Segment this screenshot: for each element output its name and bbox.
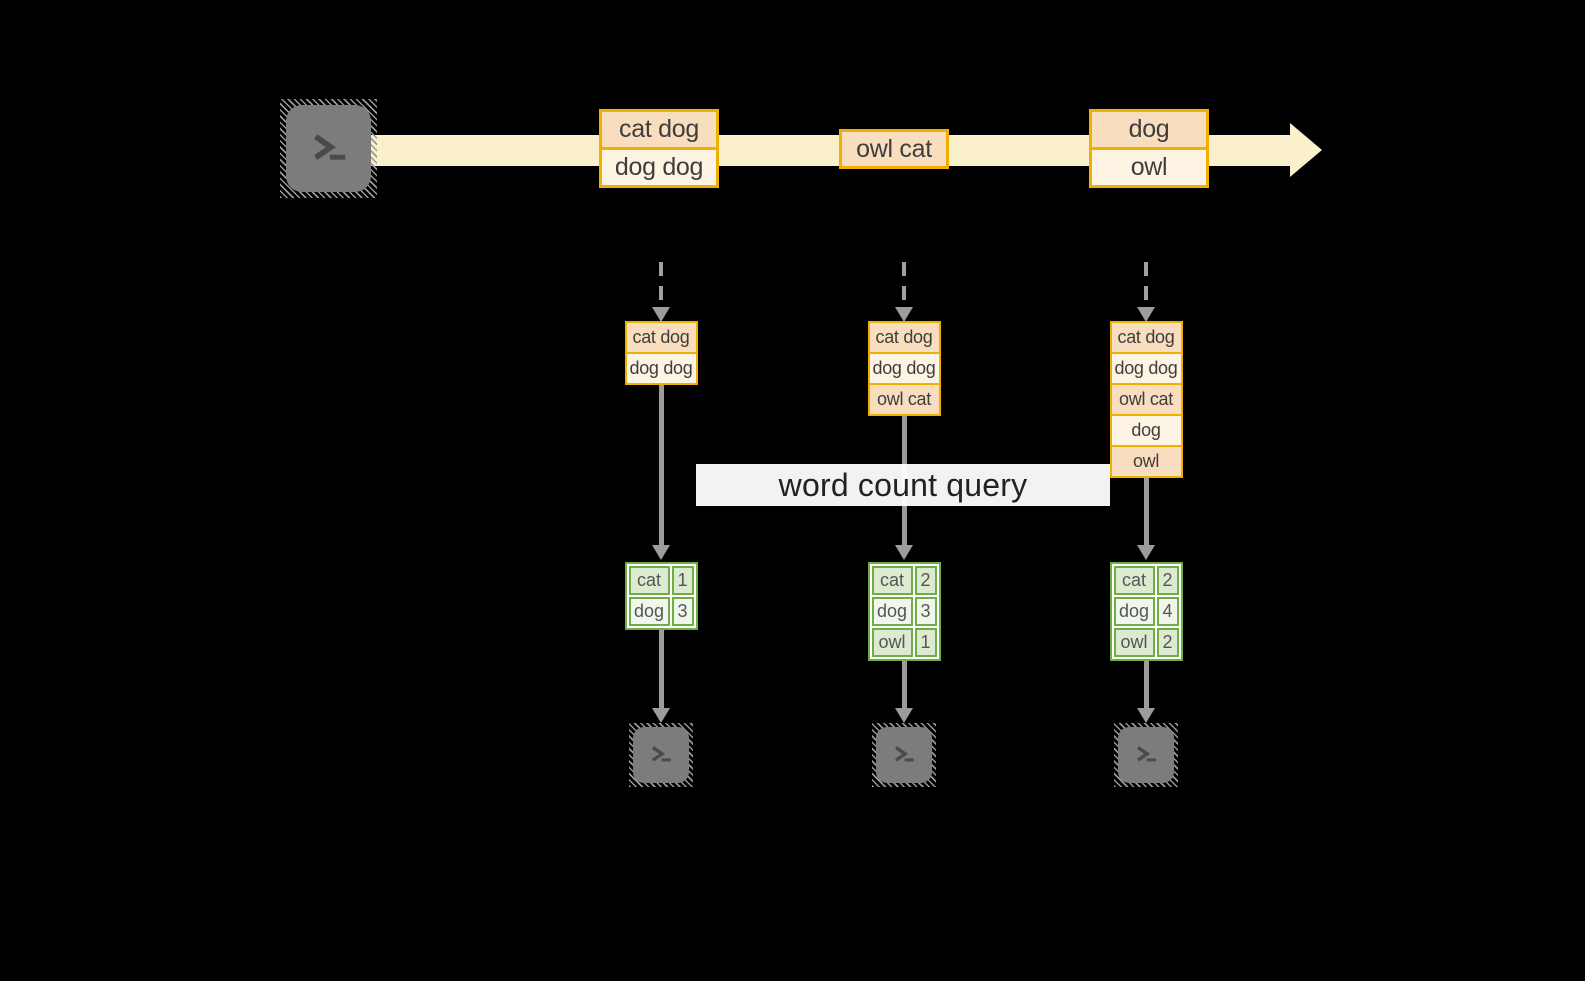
batch-to-window-arrow-line: [902, 262, 906, 307]
window-buffer-row: cat dog: [1109, 321, 1183, 354]
count-cell: 2: [1156, 566, 1179, 595]
window-buffer-row: owl: [1109, 445, 1183, 478]
window-to-table-arrow-line: [658, 385, 664, 545]
stream-batch-row: owl cat: [839, 129, 949, 169]
count-cell: 4: [1156, 597, 1179, 626]
window-buffer-row: cat dog: [867, 321, 941, 354]
window-buffer-row: owl cat: [867, 383, 941, 416]
terminal-screen: [1118, 727, 1174, 783]
count-cell: 1: [914, 628, 937, 657]
output-terminal-icon: [629, 723, 693, 787]
window-buffer-row: owl cat: [1109, 383, 1183, 416]
query-label: word count query: [778, 466, 1028, 503]
source-terminal-icon: [280, 99, 377, 198]
word-cell: cat: [1113, 566, 1155, 595]
terminal-prompt-icon: [652, 746, 671, 762]
window-buffer-row: dog: [1109, 414, 1183, 447]
window-to-table-arrow-head-icon: [895, 545, 913, 560]
table-to-output-arrow-head-icon: [652, 708, 670, 723]
query-band: word count query: [696, 464, 1110, 506]
terminal-prompt-icon: [895, 746, 914, 762]
count-cell: 2: [1156, 628, 1179, 657]
stream-arrowhead-icon: [1290, 123, 1322, 177]
table-to-output-arrow-line: [901, 661, 907, 708]
batch-to-window-arrow-line: [659, 262, 663, 307]
batch-to-window-arrow-head-icon: [652, 307, 670, 322]
word-cell: dog: [628, 597, 670, 626]
word-cell: dog: [1113, 597, 1155, 626]
stream-batch-row: cat dog: [599, 109, 719, 150]
batch-to-window-arrow-head-icon: [895, 307, 913, 322]
word-cell: owl: [871, 628, 913, 657]
terminal-prompt-icon: [313, 133, 345, 160]
window-buffer-row: cat dog: [624, 321, 698, 354]
count-cell: 3: [914, 597, 937, 626]
window-buffer-row: dog dog: [624, 352, 698, 385]
stream-batch-row: owl: [1089, 147, 1209, 188]
window-to-table-arrow-line: [1143, 478, 1149, 545]
count-cell: 1: [671, 566, 694, 595]
batch-to-window-arrow-head-icon: [1137, 307, 1155, 322]
output-terminal-icon: [1114, 723, 1178, 787]
batch-to-window-arrow-line: [1144, 262, 1148, 307]
window-buffer-row: dog dog: [1109, 352, 1183, 385]
word-cell: cat: [628, 566, 670, 595]
window-to-table-arrow-head-icon: [652, 545, 670, 560]
stream-batch: owl cat: [839, 129, 949, 169]
table-to-output-arrow-line: [658, 630, 664, 708]
word-cell: owl: [1113, 628, 1155, 657]
count-cell: 2: [914, 566, 937, 595]
table-to-output-arrow-head-icon: [1137, 708, 1155, 723]
table-to-output-arrow-line: [1143, 661, 1149, 708]
table-to-output-arrow-head-icon: [895, 708, 913, 723]
output-terminal-icon: [872, 723, 936, 787]
window-buffer-row: dog dog: [867, 352, 941, 385]
stream-batch-row: dog: [1089, 109, 1209, 150]
terminal-screen: [633, 727, 689, 783]
terminal-screen: [286, 105, 371, 192]
stream-batch-row: dog dog: [599, 147, 719, 188]
word-cell: dog: [871, 597, 913, 626]
terminal-screen: [876, 727, 932, 783]
window-to-table-arrow-head-icon: [1137, 545, 1155, 560]
terminal-prompt-icon: [1137, 746, 1156, 762]
word-cell: cat: [871, 566, 913, 595]
count-cell: 3: [671, 597, 694, 626]
